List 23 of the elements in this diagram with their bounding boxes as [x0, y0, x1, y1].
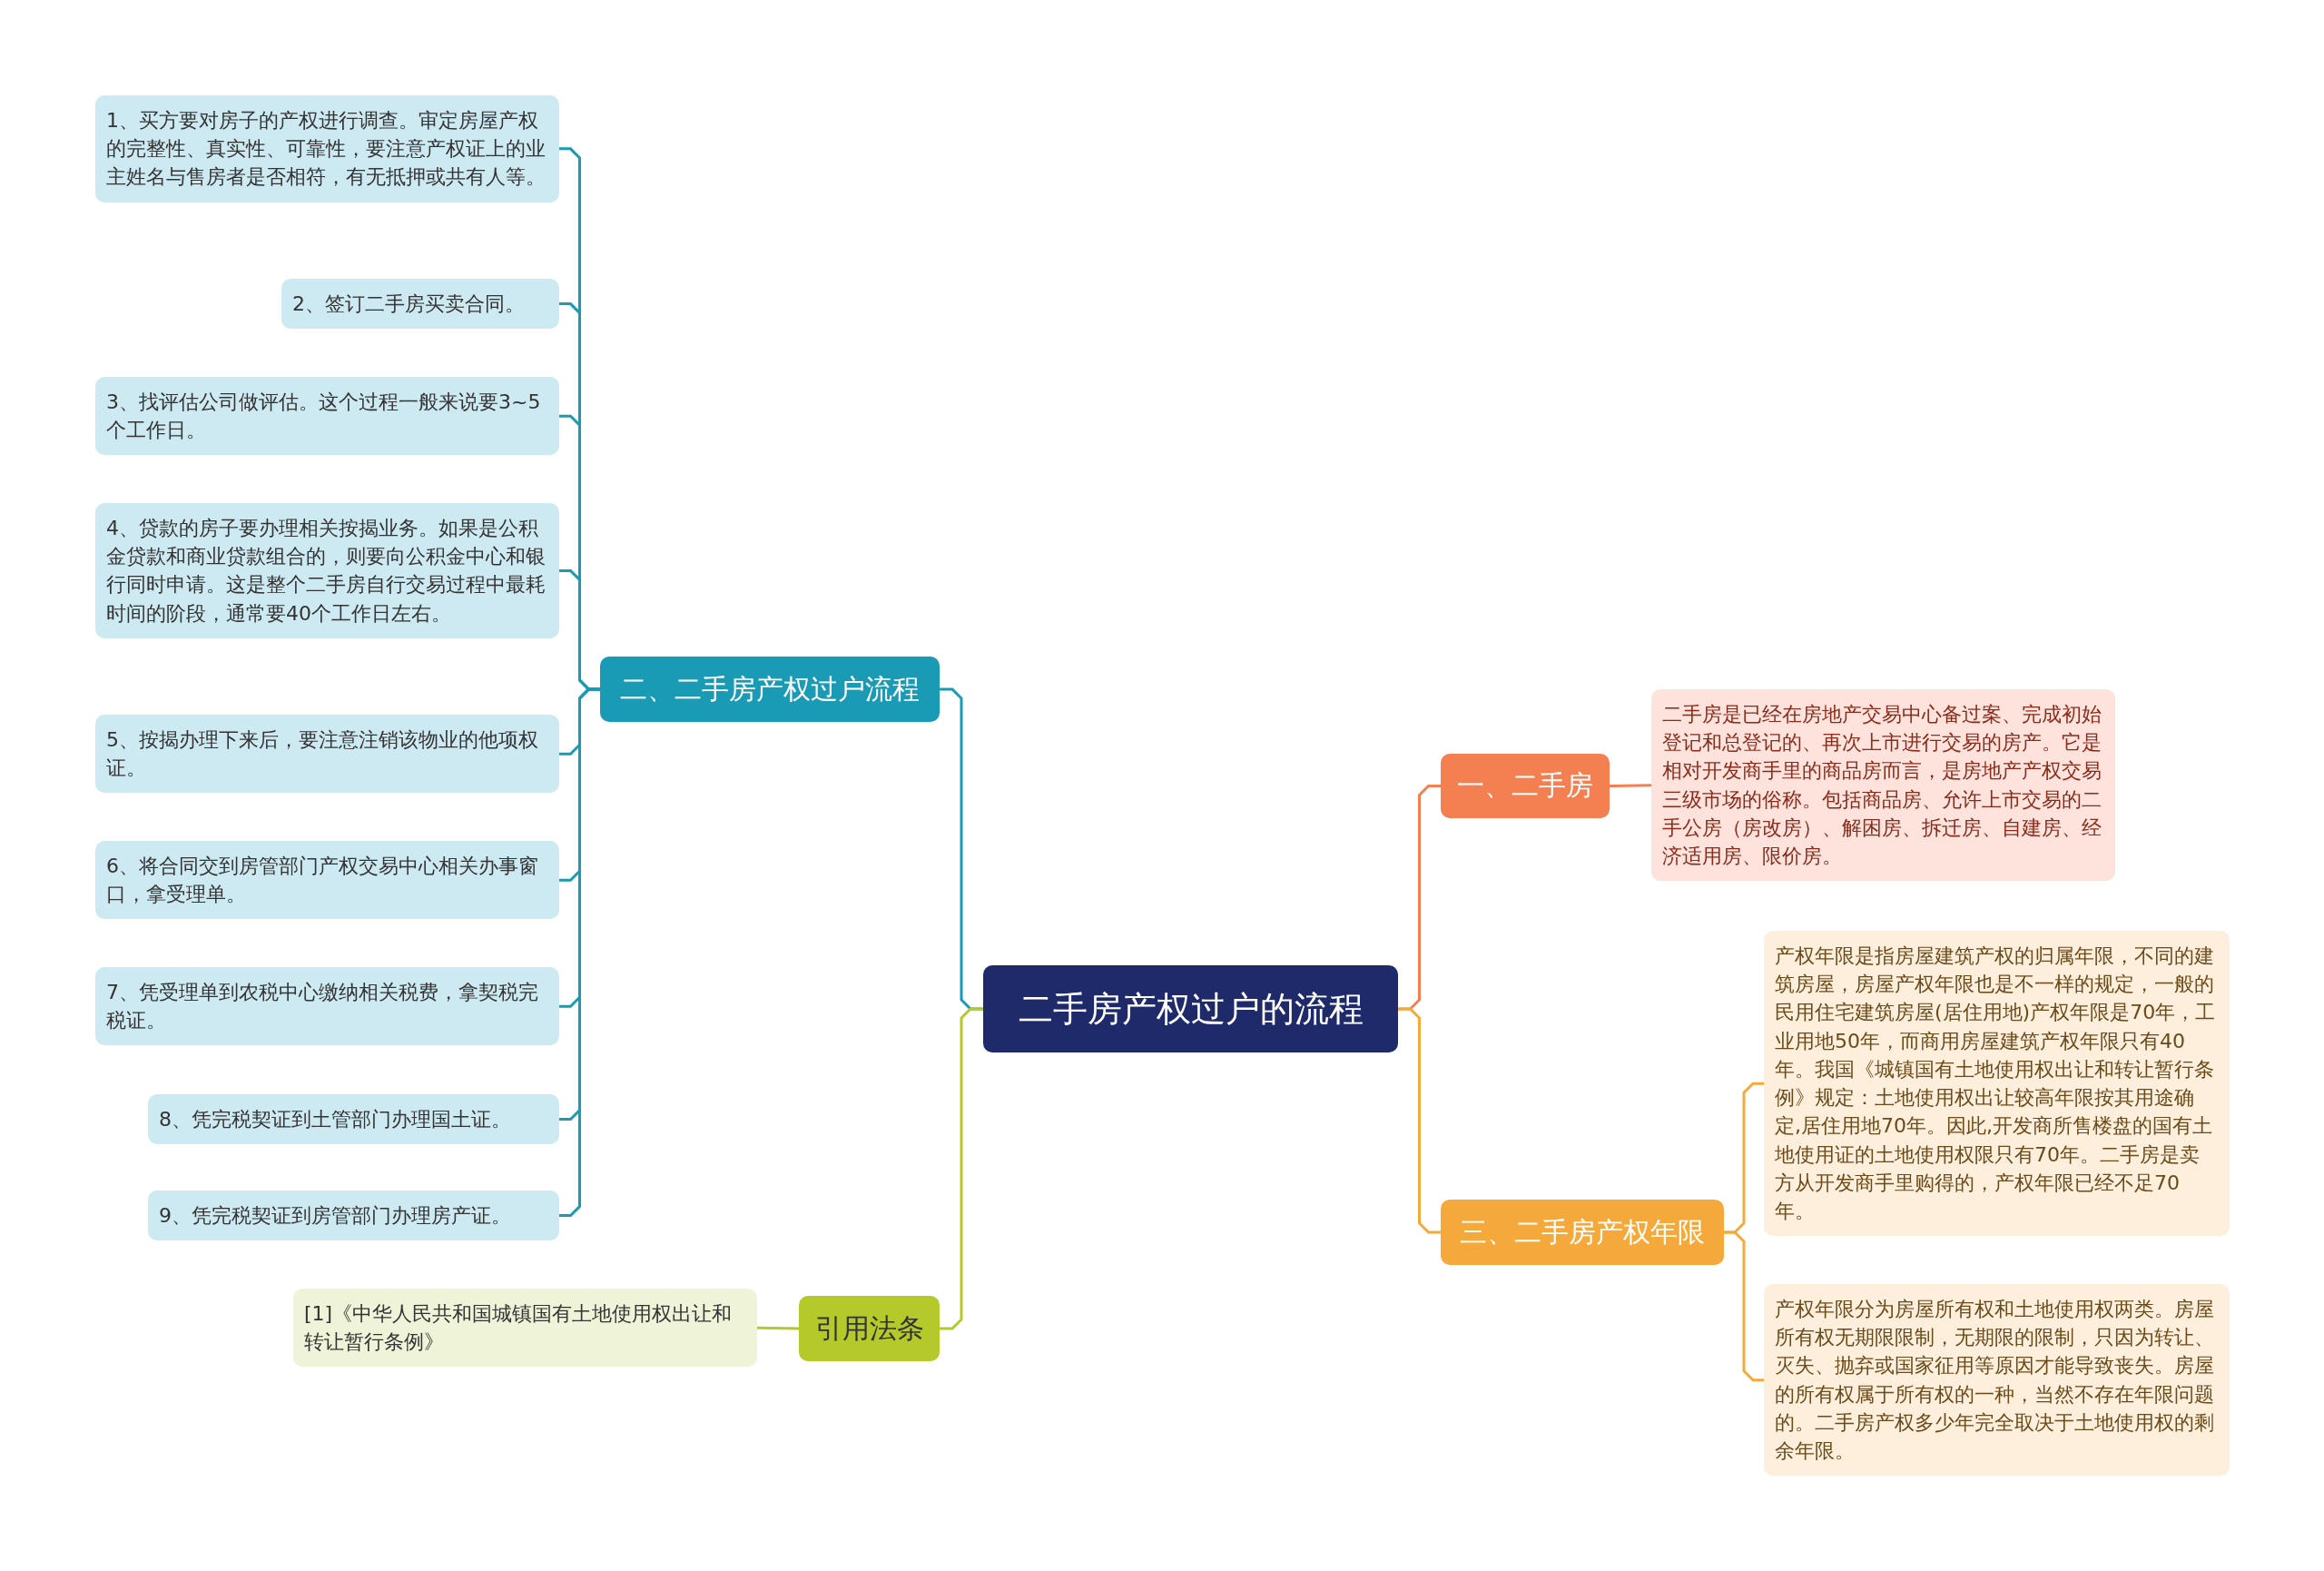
detail-card: 4、贷款的房子要办理相关按揭业务。如果是公积金贷款和商业贷款组合的，则要向公积金中心和银行同时申请。这是整个二手房自行交易过程中最耗时间的阶段，通常要40个工作日左右。 — [95, 503, 559, 638]
detail-card: 二手房是已经在房地产交易中心备过案、完成初始登记和总登记的、再次上市进行交易的房产。它是相对开发商手里的商品房而言，是房地产产权交易三级市场的俗称。包括商品房、允许上市交易的二手公房（房改房）、解困房、拆迁房、自建房、经济适用房、限价房。 — [1651, 689, 2115, 882]
branch-topic: 三、二手房产权年限 — [1441, 1200, 1724, 1265]
detail-card: 7、凭受理单到农税中心缴纳相关税费，拿契税完税证。 — [95, 967, 559, 1046]
detail-card: 1、买方要对房子的产权进行调查。审定房屋产权的完整性、真实性、可靠性，要注意产权证上的业主姓名与售房者是否相符，有无抵押或共有人等。 — [95, 95, 559, 203]
branch-topic: 二、二手房产权过户流程 — [600, 657, 940, 722]
detail-card: 5、按揭办理下来后，要注意注销该物业的他项权证。 — [95, 715, 559, 794]
branch-topic: 一、二手房 — [1441, 754, 1610, 818]
branch-topic: 引用法条 — [799, 1296, 940, 1361]
detail-card: 8、凭完税契证到土管部门办理国土证。 — [148, 1094, 559, 1145]
connector-line — [1398, 1007, 1441, 1234]
central-topic: 二手房产权过户的流程 — [983, 965, 1398, 1052]
connector-line — [756, 1326, 800, 1330]
detail-card: 3、找评估公司做评估。这个过程一般来说要3~5个工作日。 — [95, 377, 559, 456]
connector-line — [1609, 784, 1652, 787]
connector-line — [1724, 1230, 1764, 1382]
detail-card: [1]《中华人民共和国城镇国有土地使用权出让和转让暂行条例》 — [293, 1289, 757, 1368]
detail-card: 产权年限是指房屋建筑产权的归属年限，不同的建筑房屋，房屋产权年限也是不一样的规定，一般的民用住宅建筑房屋(居住用地)产权年限是70年，工业用地50年，而商用房屋建筑产权年限只有40年。我国《城镇国有土地使用权出让和转让暂行条例》规定：土地使用权出让较高年限按其用途确定,居住用地70年。因此,开发商所售楼盘的国有土地使用证的土地使用权限只有70年。二手房是卖方从开发商手里购得的，产权年限已经不足70年。 — [1764, 931, 2230, 1237]
detail-card: 2、签订二手房买卖合同。 — [281, 279, 559, 330]
connector-line — [940, 1007, 983, 1330]
detail-card: 6、将合同交到房管部门产权交易中心相关办事窗口，拿受理单。 — [95, 841, 559, 920]
detail-card: 9、凭完税契证到房管部门办理房产证。 — [148, 1191, 559, 1241]
detail-card: 产权年限分为房屋所有权和土地使用权两类。房屋所有权无期限限制，无期限的限制，只因为转让、灭失、抛弃或国家征用等原因才能导致丧失。房屋的所有权属于所有权的一种，当然不存在年限问题的。二手房产权多少年完全取决于土地使用权的剩余年限。 — [1764, 1284, 2230, 1477]
